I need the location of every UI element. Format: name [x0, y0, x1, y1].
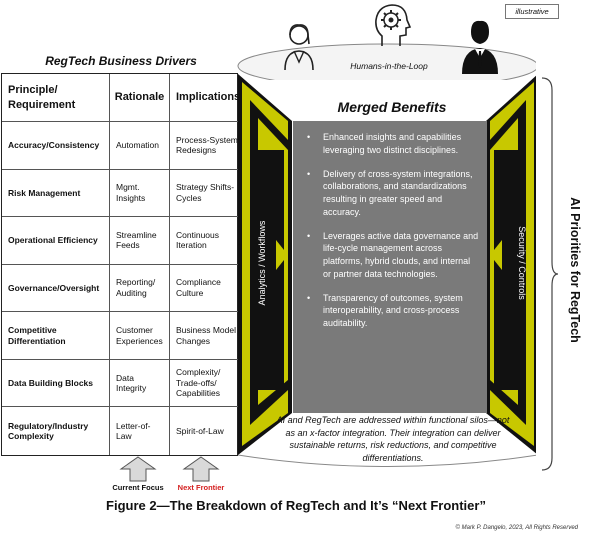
implications-cell: Process-System Redesigns: [170, 122, 247, 170]
integration-note: AI and RegTech are addressed within func…: [276, 415, 510, 463]
principle-cell: Risk Management: [2, 169, 110, 218]
current-focus-arrow-icon: [119, 456, 157, 482]
rationale-cell: Automation: [110, 122, 170, 170]
header-rationale: Rationale: [110, 74, 170, 122]
drivers-table: Principle/ Requirement Rationale Implica…: [1, 73, 247, 456]
implications-cell: Continuous Iteration: [170, 217, 247, 265]
principle-cell: Accuracy/Consistency: [2, 122, 110, 170]
humans-in-the-loop-label: Humans-in-the-Loop: [350, 61, 428, 71]
principle-cell: Operational Efficiency: [2, 217, 110, 265]
implications-cell: Spirit-of-Law: [176, 425, 224, 436]
woman-person-icon: [284, 24, 314, 71]
right-band-label: Security / Controls: [517, 226, 527, 300]
man-suit-icon: [462, 20, 498, 74]
rationale-cell: Streamline Feeds: [110, 217, 170, 265]
principle-cell: Governance/Oversight: [2, 264, 110, 313]
principle-cell: Competitive Differentiation: [2, 312, 110, 360]
benefits-list: Enhanced insights and capabilities lever…: [293, 121, 487, 330]
implications-cell: Strategy Shifts-Cycles: [170, 170, 247, 218]
right-brace: [541, 77, 559, 471]
next-frontier-label: Next Frontier: [177, 483, 225, 492]
implications-cell: Compliance Culture: [170, 265, 247, 313]
illustrative-badge: illustrative: [505, 4, 559, 19]
header-implications: Implications: [170, 74, 247, 122]
rationale-cell: Letter-of-Law: [110, 407, 170, 455]
figure-caption: Figure 2—The Breakdown of RegTech and It…: [106, 498, 486, 513]
drivers-title: RegTech Business Drivers: [45, 54, 197, 68]
left-band-label: Analytics / Workflows: [257, 220, 267, 306]
benefit-item: Leverages active data governance and lif…: [301, 230, 479, 281]
principle-cell: Regulatory/Industry Complexity: [2, 407, 110, 455]
rationale-cell: Reporting/ Auditing: [110, 264, 170, 313]
rationale-cell: Data Integrity: [110, 359, 170, 408]
header-principle: Principle/ Requirement: [2, 74, 110, 122]
implications-cell: Business Model Changes: [170, 312, 247, 360]
copyright-note: © Mark P. Dangelo, 2023, All Rights Rese…: [455, 525, 578, 531]
ai-priorities-label: AI Priorities for RegTech: [568, 197, 582, 343]
rationale-cell: Mgmt. Insights: [110, 169, 170, 218]
rationale-cell: Customer Experiences: [110, 312, 170, 360]
current-focus-label: Current Focus: [112, 483, 164, 492]
benefit-item: Delivery of cross-system integrations, c…: [301, 168, 479, 219]
funnel-graphic: [237, 43, 536, 467]
benefit-item: Transparency of outcomes, system interop…: [301, 292, 479, 330]
principle-cell: Data Building Blocks: [2, 359, 110, 408]
gear-head-icon: [375, 4, 412, 46]
benefit-item: Enhanced insights and capabilities lever…: [301, 131, 479, 157]
benefits-panel: Enhanced insights and capabilities lever…: [293, 121, 487, 413]
next-frontier-arrow-icon: [182, 456, 220, 482]
implications-cell: Complexity/ Trade-offs/ Capabilities: [170, 360, 247, 408]
merged-benefits-title: Merged Benefits: [337, 99, 447, 115]
